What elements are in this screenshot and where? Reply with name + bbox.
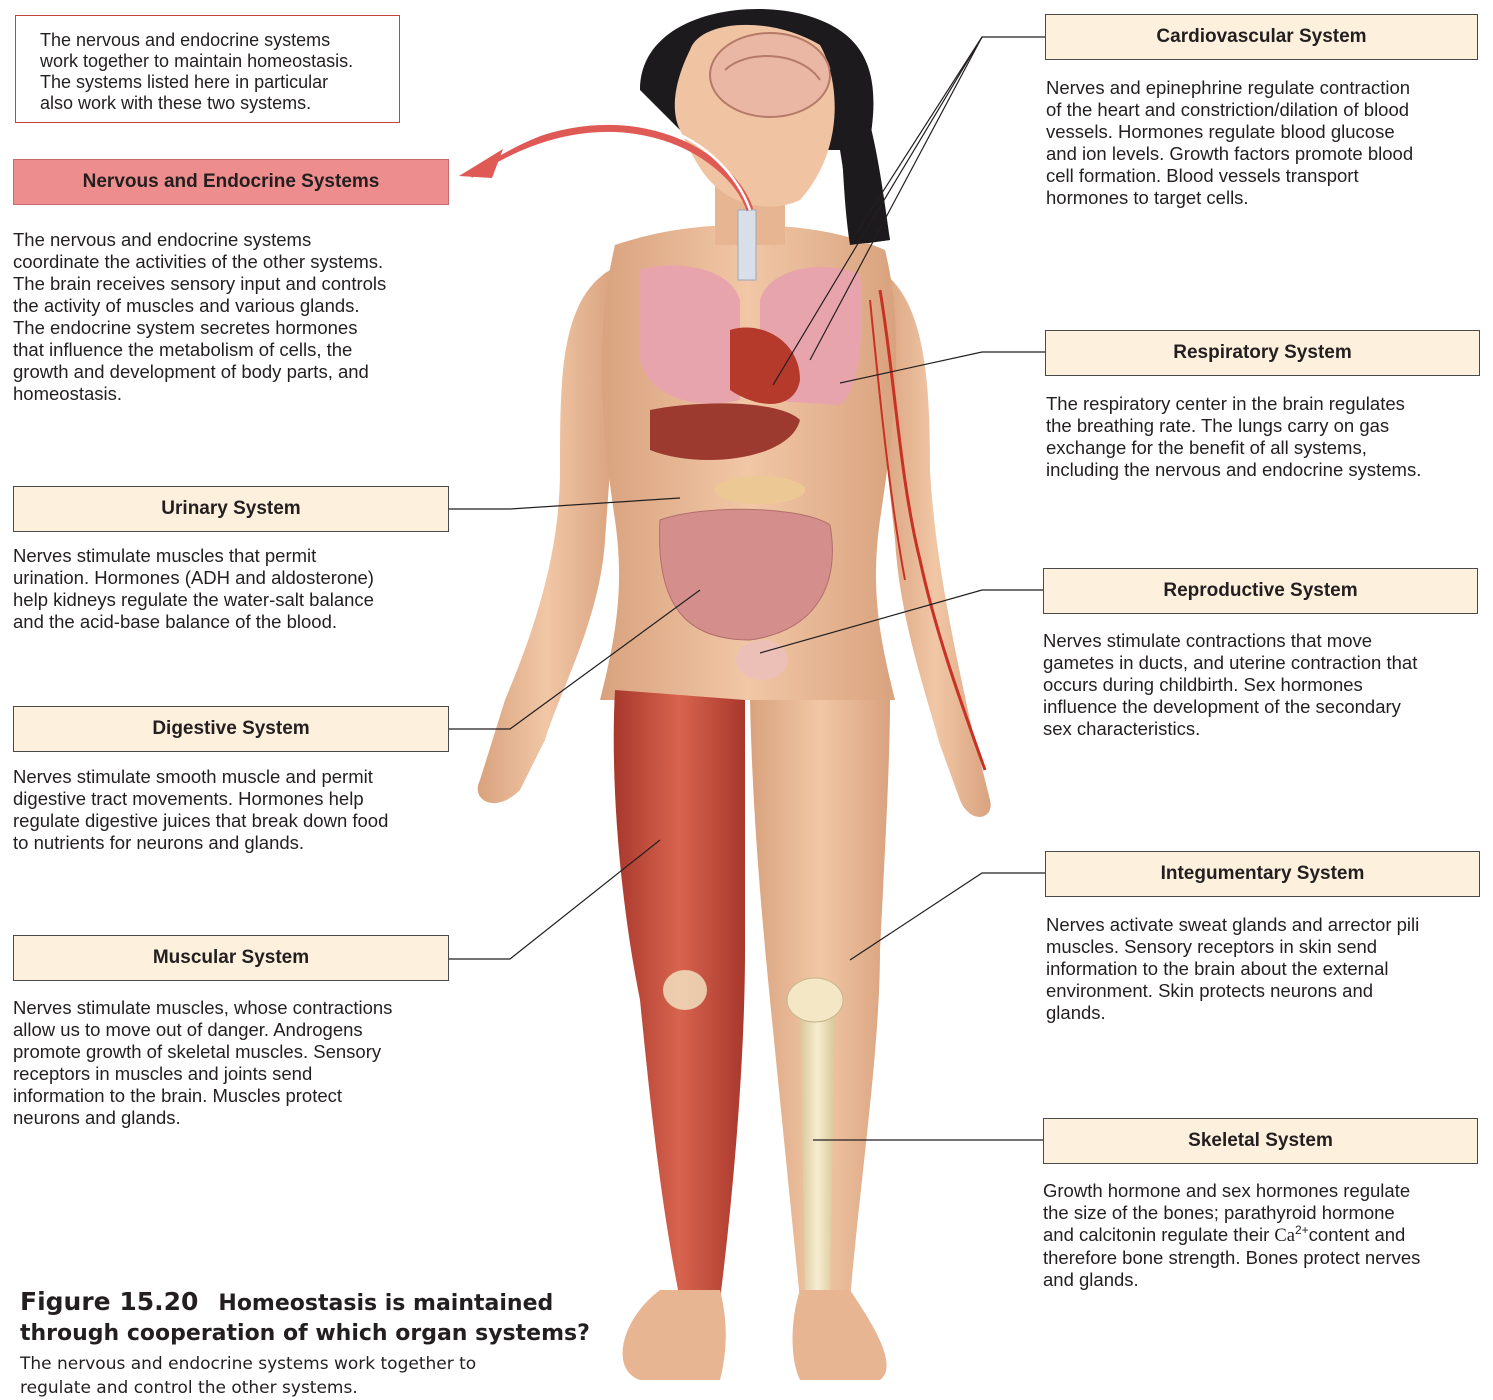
text-line: hormones to target cells. — [1046, 187, 1413, 209]
text-line: and the acid-base balance of the blood. — [13, 611, 374, 633]
intro-line: The nervous and endocrine systems — [40, 30, 387, 51]
text-line: information to the brain about the exter… — [1046, 958, 1419, 980]
text-line: therefore bone strength. Bones protect n… — [1043, 1247, 1420, 1269]
text-line: sex characteristics. — [1043, 718, 1417, 740]
skeletal-text: Growth hormone and sex hormones regulate… — [1043, 1180, 1420, 1291]
nervous-endocrine-text: The nervous and endocrine systems coordi… — [13, 229, 386, 405]
text-line: vessels. Hormones regulate blood glucose — [1046, 121, 1413, 143]
text-line: the activity of muscles and various glan… — [13, 295, 386, 317]
text-line: The brain receives sensory input and con… — [13, 273, 386, 295]
calcium-symbol: Ca — [1274, 1226, 1295, 1246]
text-line: Nerves stimulate contractions that move — [1043, 630, 1417, 652]
text-line: urination. Hormones (ADH and aldosterone… — [13, 567, 374, 589]
cardiovascular-header: Cardiovascular System — [1045, 14, 1478, 60]
figure-caption-text: The nervous and endocrine systems work t… — [20, 1352, 476, 1400]
text-line: that influence the metabolism of cells, … — [13, 339, 386, 361]
text-line: to nutrients for neurons and glands. — [13, 832, 388, 854]
caption-line: The nervous and endocrine systems work t… — [20, 1352, 476, 1376]
reproductive-text: Nerves stimulate contractions that move … — [1043, 630, 1417, 740]
kneecap — [787, 978, 843, 1022]
intro-line: also work with these two systems. — [40, 93, 387, 114]
text-line: receptors in muscles and joints send — [13, 1063, 392, 1085]
text-line: glands. — [1046, 1002, 1419, 1024]
text-line: regulate digestive juices that break dow… — [13, 810, 388, 832]
text-line: The nervous and endocrine systems — [13, 229, 386, 251]
text-line: Nerves activate sweat glands and arrecto… — [1046, 914, 1419, 936]
text-line: muscles. Sensory receptors in skin send — [1046, 936, 1419, 958]
text-line: information to the brain. Muscles protec… — [13, 1085, 392, 1107]
text-line: and calcitonin regulate their Ca2+conten… — [1043, 1224, 1420, 1247]
text-line: of the heart and constriction/dilation o… — [1046, 99, 1413, 121]
text-line: digestive tract movements. Hormones help — [13, 788, 388, 810]
brain — [710, 33, 830, 117]
text-line: exchange for the benefit of all systems, — [1046, 437, 1421, 459]
intro-line: work together to maintain homeostasis. — [40, 51, 387, 72]
text-line: the breathing rate. The lungs carry on g… — [1046, 415, 1421, 437]
text-line: allow us to move out of danger. Androgen… — [13, 1019, 392, 1041]
feet — [623, 1290, 887, 1380]
tibia — [800, 1010, 835, 1290]
respiratory-header: Respiratory System — [1045, 330, 1480, 376]
skeletal-header: Skeletal System — [1043, 1118, 1478, 1164]
text-line: The respiratory center in the brain regu… — [1046, 393, 1421, 415]
digestive-text: Nerves stimulate smooth muscle and permi… — [13, 766, 388, 854]
text-line: cell formation. Blood vessels transport — [1046, 165, 1413, 187]
intro-box: The nervous and endocrine systems work t… — [15, 15, 400, 123]
caption-title-line1: Homeostasis is maintained — [218, 1291, 553, 1316]
left-arm — [478, 270, 615, 803]
text-line: The endocrine system secretes hormones — [13, 317, 386, 339]
text-line: help kidneys regulate the water-salt bal… — [13, 589, 374, 611]
cardiovascular-text: Nerves and epinephrine regulate contract… — [1046, 77, 1413, 209]
urinary-text: Nerves stimulate muscles that permit uri… — [13, 545, 374, 633]
figure-caption-title: Figure 15.20 Homeostasis is maintained th… — [20, 1287, 590, 1349]
muscular-header: Muscular System — [13, 935, 449, 981]
figure-number: Figure 15.20 — [20, 1287, 198, 1316]
integumentary-text: Nerves activate sweat glands and arrecto… — [1046, 914, 1419, 1024]
text-fragment: and calcitonin regulate their — [1043, 1224, 1274, 1245]
text-line: promote growth of skeletal muscles. Sens… — [13, 1041, 392, 1063]
muscular-text: Nerves stimulate muscles, whose contract… — [13, 997, 392, 1129]
integumentary-header: Integumentary System — [1045, 851, 1480, 897]
nervous-endocrine-header: Nervous and Endocrine Systems — [13, 159, 449, 205]
text-line: coordinate the activities of the other s… — [13, 251, 386, 273]
caption-title-line2: through cooperation of which organ syste… — [20, 1319, 590, 1349]
text-line: including the nervous and endocrine syst… — [1046, 459, 1421, 481]
uterus — [736, 640, 788, 680]
text-line: homeostasis. — [13, 383, 386, 405]
text-line: and ion levels. Growth factors promote b… — [1046, 143, 1413, 165]
calcium-charge: 2+ — [1295, 1223, 1309, 1237]
text-line: influence the development of the seconda… — [1043, 696, 1417, 718]
text-line: growth and development of body parts, an… — [13, 361, 386, 383]
intro-line: The systems listed here in particular — [40, 72, 387, 93]
text-line: neurons and glands. — [13, 1107, 392, 1129]
text-line: occurs during childbirth. Sex hormones — [1043, 674, 1417, 696]
digestive-header: Digestive System — [13, 706, 449, 752]
text-line: gametes in ducts, and uterine contractio… — [1043, 652, 1417, 674]
text-line: Nerves stimulate muscles that permit — [13, 545, 374, 567]
text-line: and glands. — [1043, 1269, 1420, 1291]
respiratory-text: The respiratory center in the brain regu… — [1046, 393, 1421, 481]
text-line: the size of the bones; parathyroid hormo… — [1043, 1202, 1420, 1224]
pancreas — [715, 476, 805, 504]
caption-line: regulate and control the other systems. — [20, 1376, 476, 1400]
text-line: environment. Skin protects neurons and — [1046, 980, 1419, 1002]
urinary-header: Urinary System — [13, 486, 449, 532]
text-fragment: content and — [1309, 1224, 1406, 1245]
text-line: Growth hormone and sex hormones regulate — [1043, 1180, 1420, 1202]
text-line: Nerves stimulate smooth muscle and permi… — [13, 766, 388, 788]
reproductive-header: Reproductive System — [1043, 568, 1478, 614]
text-line: Nerves and epinephrine regulate contract… — [1046, 77, 1413, 99]
text-line: Nerves stimulate muscles, whose contract… — [13, 997, 392, 1019]
